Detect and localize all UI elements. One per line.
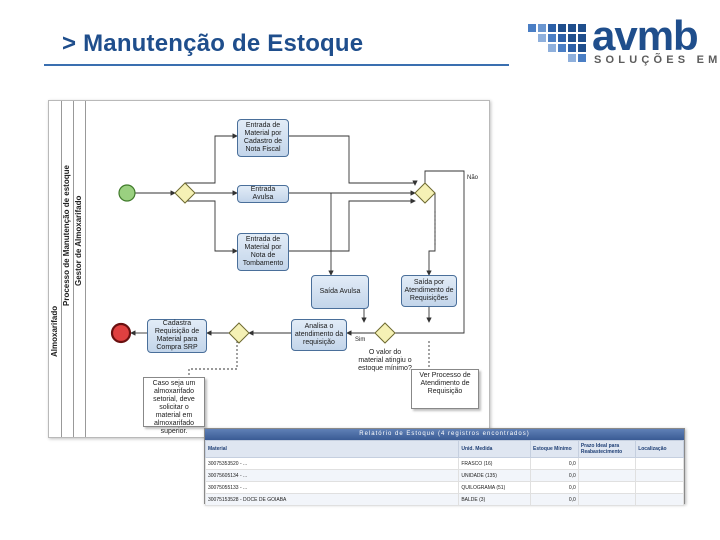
report-title: Relatório de Estoque (4 registros encont… (205, 429, 684, 440)
cell-material: 30075153528 - DOCE DE GOIABA (204, 493, 460, 506)
logo-wordmark: avmb (592, 12, 699, 59)
col-estoque-minimo: Estoque Mínimo (530, 440, 579, 458)
logo-square (548, 34, 556, 42)
table-row[interactable]: 30075605134 - ... UNIDADE (135) 0,0 (204, 469, 684, 482)
task-saida-avulsa[interactable]: Saída Avulsa (311, 275, 369, 309)
cell-unidade: UNIDADE (135) (458, 469, 532, 482)
cell-prazo[interactable] (577, 493, 637, 506)
logo-square (558, 44, 566, 52)
note-ver-processo[interactable]: Ver Processo de Atendimento de Requisiçã… (411, 369, 479, 409)
cell-localizacao[interactable] (635, 481, 684, 494)
task-cadastra-requisicao[interactable]: Cadastra Requisição de Material para Com… (147, 319, 207, 353)
gateway-decision (228, 322, 250, 344)
task-entrada-cadastro[interactable]: Entrada de Material por Cadastro de Nota… (237, 119, 289, 157)
cell-minimo: 0,0 (530, 493, 579, 506)
end-event (110, 322, 132, 344)
logo-square (578, 54, 586, 62)
avmb-logo: avmb SOLUÇÕES EM TI (528, 12, 720, 70)
cell-prazo[interactable] (577, 481, 637, 494)
logo-square (578, 44, 586, 52)
col-unidade: Unid. Medida (458, 440, 532, 458)
col-material: Material (204, 440, 460, 458)
gateway-stock-check (374, 322, 396, 344)
cell-minimo: 0,0 (530, 481, 579, 494)
cell-unidade: FRASCO (16) (458, 457, 532, 470)
cell-prazo[interactable] (577, 469, 637, 482)
table-row[interactable]: 30075153528 - DOCE DE GOIABA BALDE (3) 0… (204, 493, 684, 506)
table-row[interactable]: 30075353520 - ... FRASCO (16) 0,0 (204, 457, 684, 470)
task-saida-requisicao[interactable]: Saída por Atendimento de Requisições (401, 275, 457, 307)
logo-square (558, 34, 566, 42)
cell-minimo: 0,0 (530, 457, 579, 470)
logo-square (568, 34, 576, 42)
logo-square (548, 44, 556, 52)
cell-localizacao[interactable] (635, 469, 684, 482)
note-almoxarifado-setorial: Caso seja um almoxarifado setorial, deve… (143, 377, 205, 435)
stock-report-panel: Relatório de Estoque (4 registros encont… (204, 428, 685, 506)
task-entrada-tombamento[interactable]: Entrada de Material por Nota de Tombamen… (237, 233, 289, 271)
cell-unidade: QUILOGRAMA (51) (458, 481, 532, 494)
cell-localizacao[interactable] (635, 493, 684, 506)
start-event (118, 184, 136, 202)
lane-header-outer (61, 101, 74, 437)
lane-header-inner (73, 101, 86, 437)
logo-square (558, 24, 566, 32)
col-prazo: Prazo Ideal para Reabastecimento (577, 440, 637, 458)
gateway-question: O valor do material atingiu o estoque mí… (358, 349, 412, 373)
page-title: > Manutenção de Estoque (62, 30, 364, 57)
logo-square (538, 24, 546, 32)
title-underline (44, 64, 509, 66)
gateway-merge (414, 182, 436, 204)
logo-square (568, 54, 576, 62)
logo-square (568, 24, 576, 32)
logo-square (578, 34, 586, 42)
gateway-split (174, 182, 196, 204)
task-analisa-atendimento[interactable]: Analisa o atendimento da requisição (291, 319, 347, 351)
table-row[interactable]: 30075055133 - ... QUILOGRAMA (51) 0,0 (204, 481, 684, 494)
report-table: Material Unid. Medida Estoque Mínimo Pra… (204, 440, 684, 506)
cell-localizacao[interactable] (635, 457, 684, 470)
cell-unidade: BALDE (3) (458, 493, 532, 506)
logo-square (568, 44, 576, 52)
bpmn-diagram: Almoxarifado Processo de Manutenção de e… (48, 100, 490, 438)
logo-tagline: SOLUÇÕES EM TI (594, 54, 720, 66)
pool-header (49, 101, 62, 437)
task-entrada-avulsa[interactable]: Entrada Avulsa (237, 185, 289, 203)
cell-material: 30075055133 - ... (204, 481, 460, 494)
flow-label-sim: Sim (355, 337, 366, 343)
logo-square (578, 24, 586, 32)
cell-material: 30075353520 - ... (204, 457, 460, 470)
flow-label-nao: Não (467, 175, 479, 181)
cell-prazo[interactable] (577, 457, 637, 470)
logo-square (548, 24, 556, 32)
logo-square (528, 24, 536, 32)
cell-minimo: 0,0 (530, 469, 579, 482)
col-localizacao: Localização (635, 440, 684, 458)
cell-material: 30075605134 - ... (204, 469, 460, 482)
logo-square (538, 34, 546, 42)
